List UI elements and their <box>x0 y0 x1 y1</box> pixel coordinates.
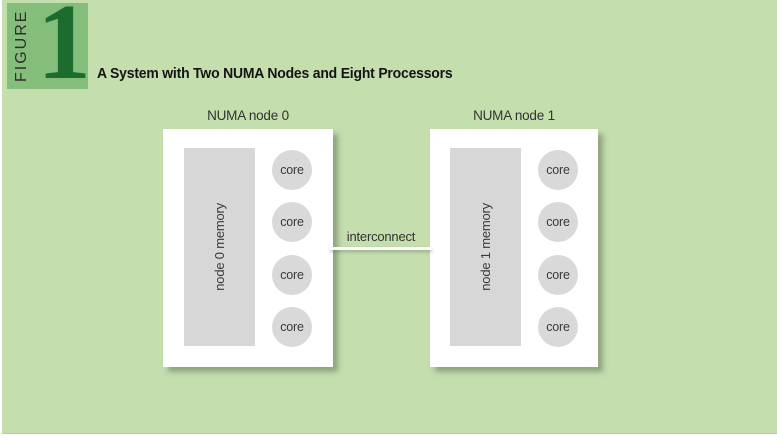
node-1-core-2: core <box>538 202 578 242</box>
node-0-core-1: core <box>272 150 312 190</box>
node-1-core-4: core <box>538 307 578 347</box>
node-0-memory-label: node 0 memory <box>212 203 227 291</box>
node-1-memory-block: node 1 memory <box>450 148 521 346</box>
node-1-core-3: core <box>538 255 578 295</box>
interconnect-line <box>330 247 432 250</box>
node-1-core-1: core <box>538 150 578 190</box>
node-0-core-4: core <box>272 307 312 347</box>
figure-title: A System with Two NUMA Nodes and Eight P… <box>97 65 453 82</box>
numa-node-0-box: NUMA node 0 node 0 memory core core core… <box>163 108 333 367</box>
numa-node-1-box: NUMA node 1 node 1 memory core core core… <box>430 108 598 367</box>
interconnect-label: interconnect <box>346 229 416 244</box>
numa-node-1-label: NUMA node 1 <box>473 108 555 123</box>
figure-number: 1 <box>37 0 91 102</box>
node-0-core-2: core <box>272 202 312 242</box>
figure-kicker-label: FIGURE <box>13 9 30 83</box>
node-0-memory-block: node 0 memory <box>184 148 255 346</box>
node-1-memory-label: node 1 memory <box>478 203 493 291</box>
numa-node-0-label: NUMA node 0 <box>207 108 289 123</box>
node-0-core-3: core <box>272 255 312 295</box>
figure-number-badge: FIGURE 1 <box>7 0 91 97</box>
